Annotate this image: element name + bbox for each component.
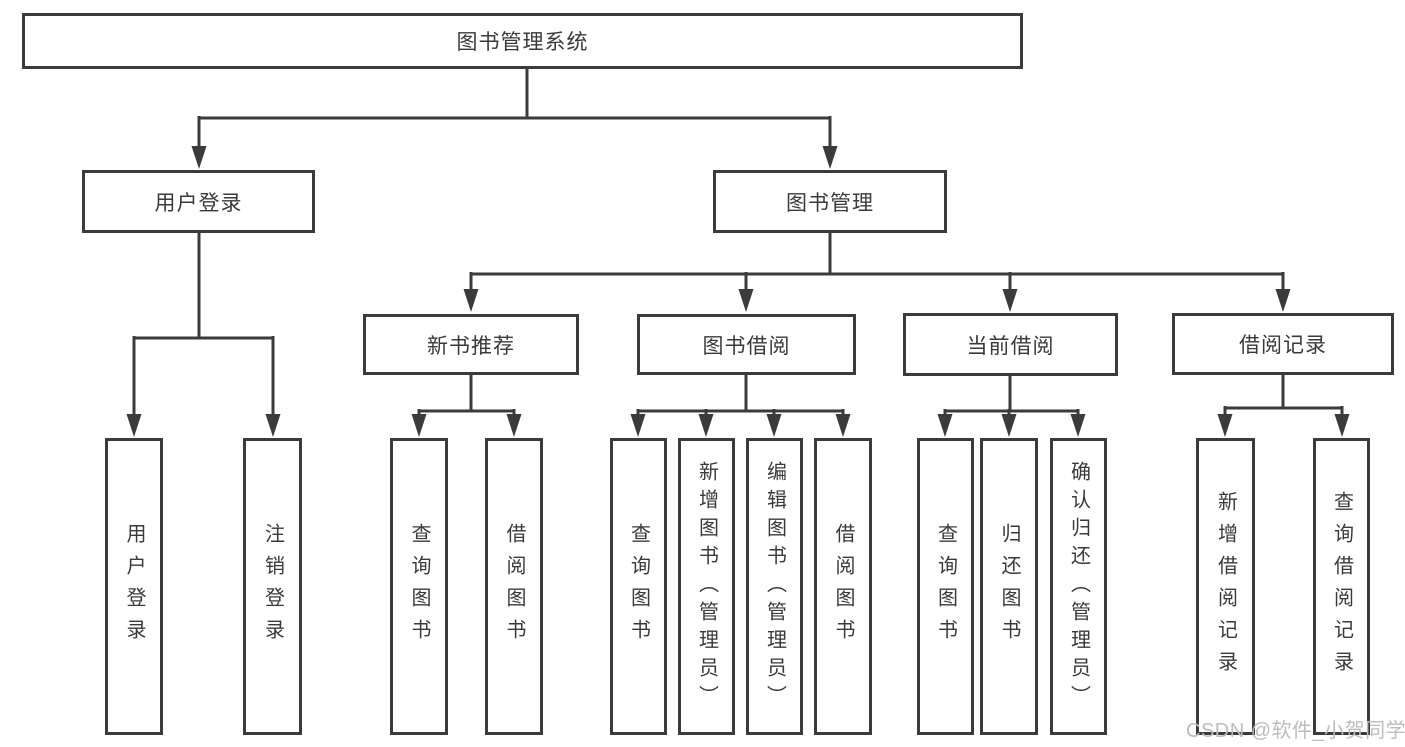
arrowheads [126, 146, 1350, 437]
node-root-label: 图书管理系统 [456, 31, 589, 54]
node-book-borrow: 图书借阅 [637, 314, 856, 375]
node-borrow-records: 借阅记录 [1172, 313, 1394, 375]
node-root: 图书管理系统 [22, 13, 1023, 69]
leaf-query-borrow-record: 查询借阅记录 [1313, 438, 1370, 735]
leaf-user-login-label: 用户登录 [123, 522, 145, 651]
leaf-borrow-book: 借阅图书 [814, 438, 872, 735]
node-new-book-recommend-label: 新书推荐 [427, 334, 515, 358]
tree-edges [132, 69, 1344, 418]
leaf-edit-book-admin: 编辑图书（管理员） [746, 438, 803, 735]
leaf-add-book-admin-label: 新增图书（管理员） [695, 460, 718, 713]
leaf-query-books-current: 查询图书 [917, 438, 974, 735]
node-user-login: 用户登录 [82, 170, 315, 233]
node-user-login-label: 用户登录 [154, 191, 243, 215]
leaf-add-borrow-record-label: 新增借阅记录 [1214, 490, 1237, 683]
leaf-logout-label: 注销登录 [261, 522, 284, 651]
node-current-borrow-label: 当前借阅 [966, 334, 1055, 358]
leaf-query-borrow-record-label: 查询借阅记录 [1330, 490, 1353, 683]
leaf-confirm-return-admin-label: 确认归还（管理员） [1067, 460, 1090, 713]
node-new-book-recommend: 新书推荐 [363, 314, 579, 375]
leaf-return-book-label: 归还图书 [998, 522, 1020, 651]
node-book-management: 图书管理 [713, 170, 947, 233]
leaf-add-borrow-record: 新增借阅记录 [1196, 438, 1255, 735]
leaf-confirm-return-admin: 确认归还（管理员） [1050, 438, 1107, 735]
leaf-logout: 注销登录 [243, 438, 302, 735]
node-book-management-label: 图书管理 [786, 191, 874, 215]
leaf-return-book: 归还图书 [980, 438, 1038, 735]
leaf-edit-book-admin-label: 编辑图书（管理员） [763, 460, 786, 713]
leaf-query-books-borrow: 查询图书 [610, 438, 667, 735]
leaf-borrow-book-label: 借阅图书 [832, 522, 854, 651]
leaf-query-books-current-label: 查询图书 [934, 522, 957, 651]
node-current-borrow: 当前借阅 [903, 313, 1118, 376]
leaf-query-books-borrow-label: 查询图书 [627, 522, 650, 651]
leaf-user-login: 用户登录 [105, 438, 163, 735]
leaf-borrow-books-recommend: 借阅图书 [485, 438, 543, 735]
node-book-borrow-label: 图书借阅 [702, 334, 791, 358]
csdn-watermark: CSDN @软件_小贺同学 [1186, 720, 1405, 742]
leaf-query-books-recommend: 查询图书 [390, 438, 448, 735]
leaf-borrow-books-recommend-label: 借阅图书 [503, 522, 525, 651]
node-borrow-records-label: 借阅记录 [1239, 334, 1327, 357]
leaf-add-book-admin: 新增图书（管理员） [678, 438, 735, 735]
leaf-query-books-recommend-label: 查询图书 [408, 522, 430, 651]
